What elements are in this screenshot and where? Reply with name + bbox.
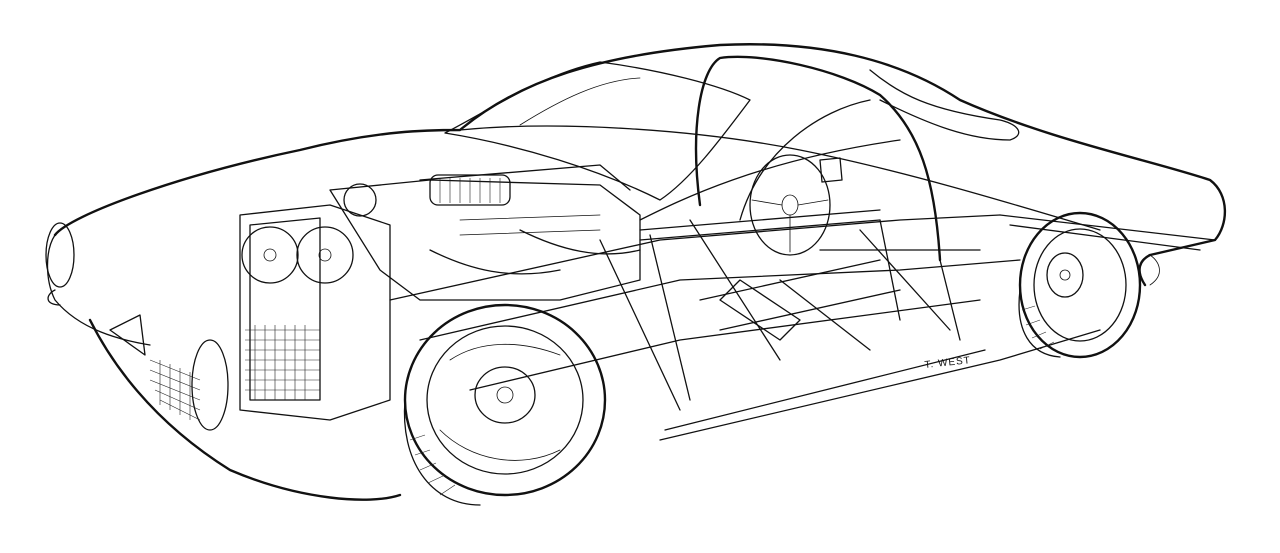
- rear-wheel: [1018, 211, 1142, 359]
- tube-frame-chassis: [389, 214, 1021, 411]
- steering-wheel: [749, 154, 843, 256]
- roll-cage: [639, 55, 981, 361]
- nose-lamps: [45, 222, 229, 431]
- driveshaft: [639, 209, 881, 341]
- body-shell: [46, 43, 1227, 501]
- rear-deck: [999, 214, 1216, 286]
- front-wheel: [403, 303, 607, 506]
- radiator-assembly: [239, 204, 391, 421]
- engine-block: [329, 164, 641, 301]
